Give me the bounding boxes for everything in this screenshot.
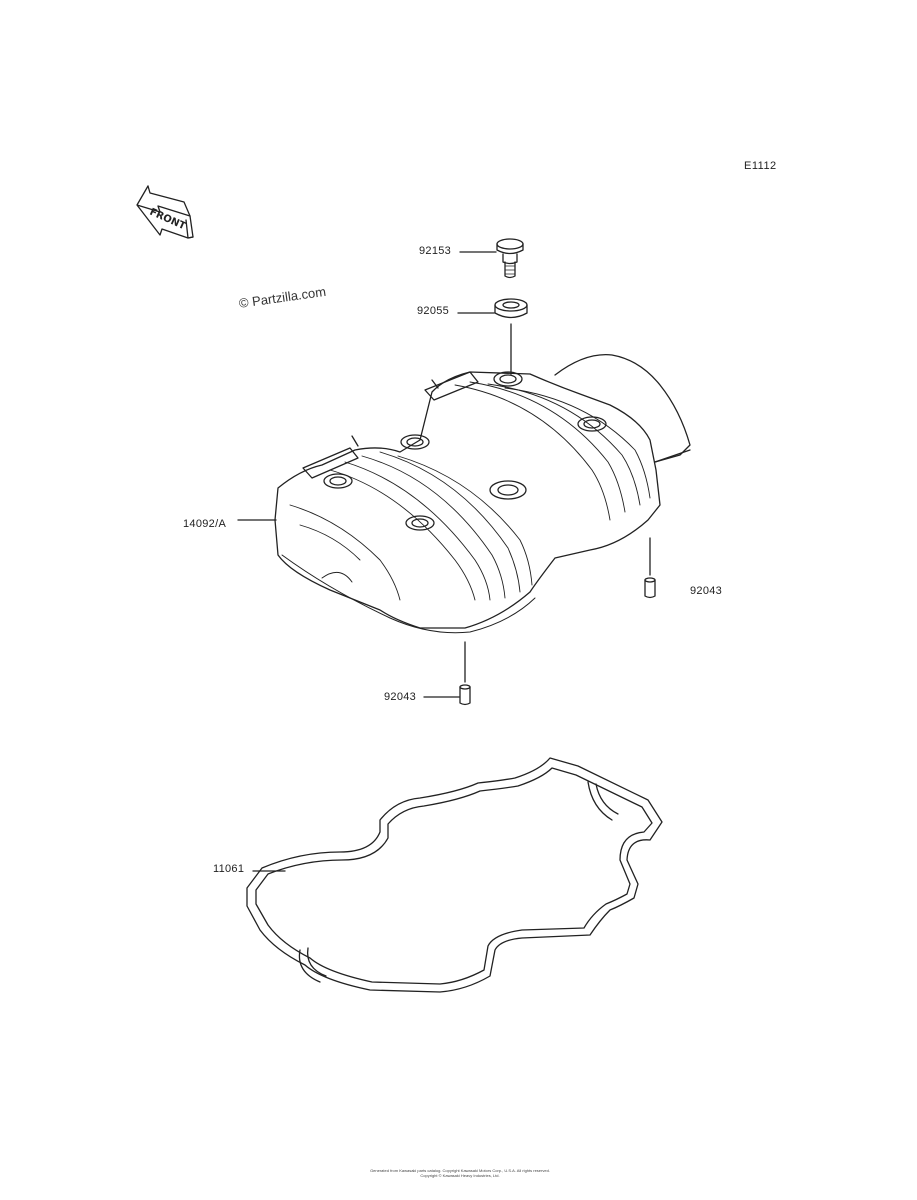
part-label-cylinder-head-cover[interactable]: 14092/A [183,518,227,530]
part-label-grommet[interactable]: 92055 [417,305,450,317]
grommet-92055 [494,298,528,319]
footer-line-2: Copyright © Kawasaki Heavy Industries, L… [420,1173,500,1178]
cylinder-head-cover-14092 [274,354,691,634]
front-arrow-icon: FRONT [136,185,194,239]
part-label-dowel-pin-bottom[interactable]: 92043 [384,691,417,703]
front-arrow-label: FRONT [148,207,188,233]
diagram-code: E1112 [744,160,777,172]
part-label-dowel-pin-right[interactable]: 92043 [690,585,723,597]
footer-line-1: Generated from Kawasaki parts catalog. C… [370,1168,550,1173]
dowel-pin-92043-bottom [459,684,471,706]
bolt-92153 [496,238,524,279]
part-label-bolt[interactable]: 92153 [419,245,452,257]
copyright-footer: Generated from Kawasaki parts catalog. C… [345,1168,575,1178]
dowel-pin-92043-right [644,577,656,599]
part-label-gasket[interactable]: 11061 [213,863,245,875]
gasket-11061 [246,757,663,993]
